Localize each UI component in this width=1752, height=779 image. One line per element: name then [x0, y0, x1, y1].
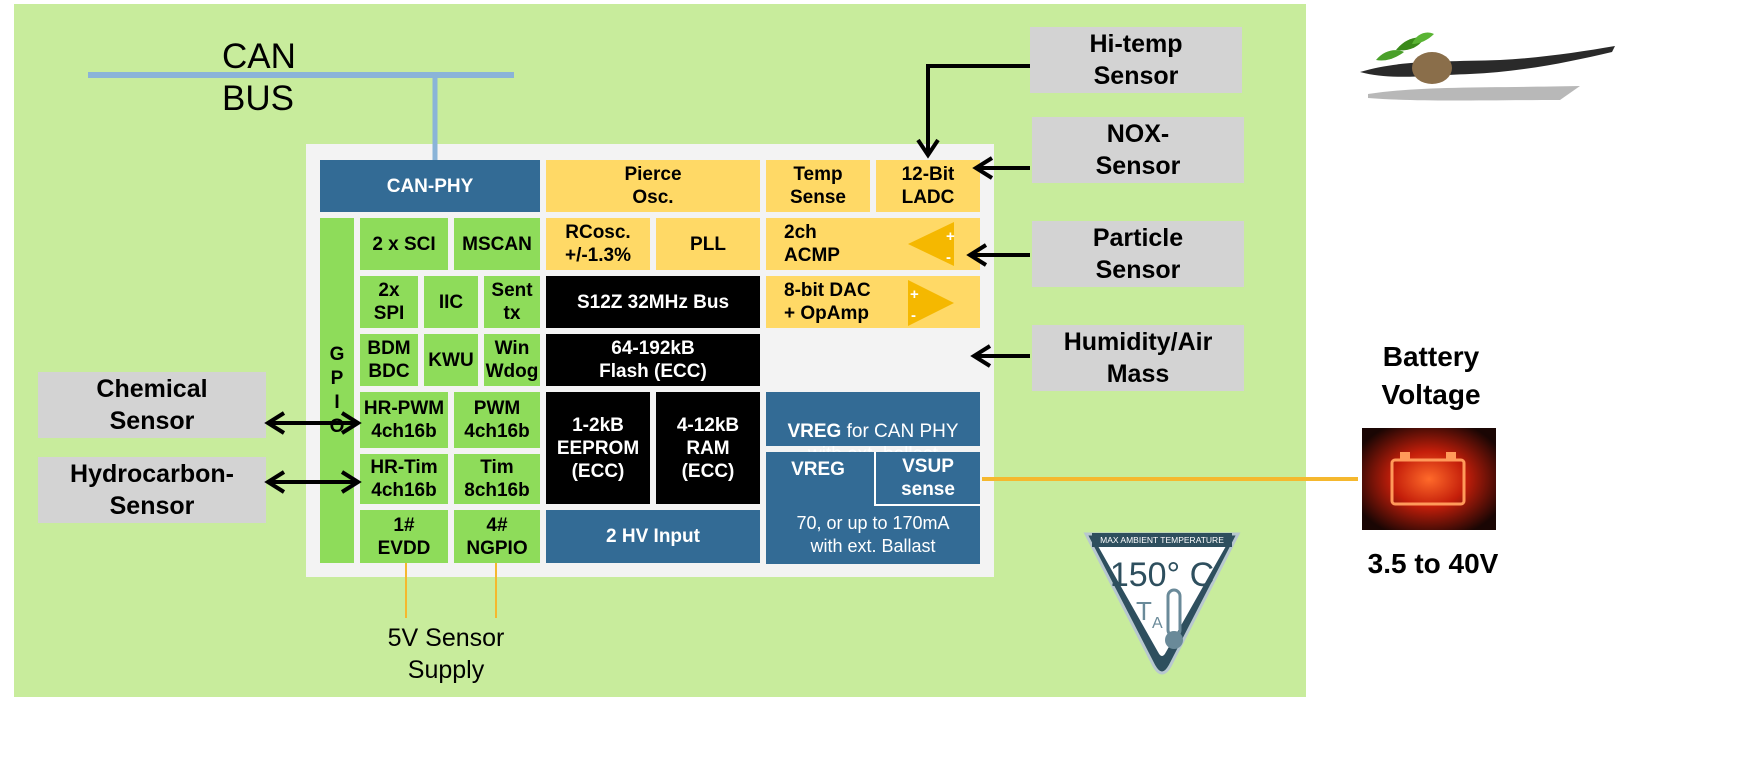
- particle-arrow: [966, 243, 1030, 267]
- pll-block: PLL: [656, 218, 760, 270]
- acmp-comparator-icon: + -: [908, 222, 955, 266]
- max-temperature-badge-icon: MAX AMBIENT TEMPERATURE 150° C T A: [1083, 532, 1241, 675]
- badge-t-symbol: T: [1136, 596, 1152, 626]
- acmp-plus-sign: +: [946, 228, 955, 245]
- sent-block: Sent tx: [484, 276, 540, 328]
- iic-block: IIC: [424, 276, 478, 328]
- acmp-minus-sign: -: [946, 249, 951, 266]
- can-bus-label: CAN BUS: [222, 37, 296, 118]
- acmp-label: 2ch ACMP: [784, 222, 840, 266]
- hydrocarbon-sensor: Hydrocarbon- Sensor: [38, 457, 266, 523]
- hi-temp-sensor: Hi-temp Sensor: [1030, 27, 1242, 93]
- vreg-block: VREG VSUP sense 70, or up to 170mA with …: [766, 452, 980, 564]
- ladc-block: 12-Bit LADC: [876, 160, 980, 212]
- sci-block: 2 x SCI: [360, 218, 448, 270]
- nox-sensor: NOX- Sensor: [1032, 117, 1244, 183]
- vreg-can-title: VREG: [787, 421, 842, 442]
- spi-block: 2x SPI: [360, 276, 418, 328]
- ngpio-block: 4# NGPIO: [454, 510, 540, 563]
- pwm-block: PWM 4ch16b: [454, 392, 540, 448]
- can-phy-block: CAN-PHY: [320, 160, 540, 212]
- battery-icon: [1362, 428, 1496, 530]
- chemical-arrow: [264, 411, 362, 435]
- evdd-block: 1# EVDD: [360, 510, 448, 563]
- humidity-arrow: [970, 344, 1030, 368]
- nox-arrow: [972, 156, 1030, 180]
- hi-temp-arrow: [916, 64, 1030, 159]
- flash-block: 64-192kB Flash (ECC): [546, 334, 760, 386]
- battery-voltage-title: Battery Voltage: [1381, 341, 1481, 410]
- badge-a-subscript: A: [1152, 615, 1163, 632]
- badge-temperature: 150° C: [1110, 556, 1214, 594]
- hr-pwm-block: HR-PWM 4ch16b: [360, 392, 448, 448]
- particle-sensor: Particle Sensor: [1032, 221, 1244, 287]
- pierce-osc-block: Pierce Osc.: [546, 160, 760, 212]
- sensor-plant-icon: [1360, 32, 1615, 101]
- bdm-block: BDM BDC: [360, 334, 418, 386]
- bus-block: S12Z 32MHz Bus: [546, 276, 760, 328]
- vreg-current-note: 70, or up to 170mA with ext. Ballast: [796, 513, 950, 556]
- battery-voltage-range: 3.5 to 40V: [1367, 547, 1499, 579]
- gpio-block: G P I O: [320, 218, 354, 563]
- vreg-title: VREG: [791, 458, 845, 480]
- hv-input-block: 2 HV Input: [546, 510, 760, 563]
- vsup-sense-block: VSUP sense: [874, 452, 980, 506]
- vreg-can-block: VREG for CAN PHY with ext. ballast: [766, 392, 980, 465]
- sensor-supply-label: 5V Sensor Supply: [387, 624, 505, 684]
- wdog-block: Win Wdog: [484, 334, 540, 386]
- temp-sense-block: Temp Sense: [766, 160, 870, 212]
- humidity-sensor: Humidity/Air Mass: [1032, 325, 1244, 391]
- kwu-block: KWU: [424, 334, 478, 386]
- badge-caption: MAX AMBIENT TEMPERATURE: [1100, 535, 1224, 545]
- hr-tim-block: HR-Tim 4ch16b: [360, 454, 448, 504]
- eeprom-block: 1-2kB EEPROM (ECC): [546, 392, 650, 504]
- opamp-icon: + -: [908, 280, 954, 326]
- mscan-block: MSCAN: [454, 218, 540, 270]
- ram-block: 4-12kB RAM (ECC): [656, 392, 760, 504]
- chemical-sensor: Chemical Sensor: [38, 372, 266, 438]
- dac-label: 8-bit DAC + OpAmp: [784, 280, 871, 324]
- opamp-plus-sign: +: [910, 286, 919, 303]
- opamp-minus-sign: -: [911, 307, 916, 324]
- rcosc-block: RCosc. +/-1.3%: [546, 218, 650, 270]
- hydrocarbon-arrow: [264, 470, 362, 494]
- tim-block: Tim 8ch16b: [454, 454, 540, 504]
